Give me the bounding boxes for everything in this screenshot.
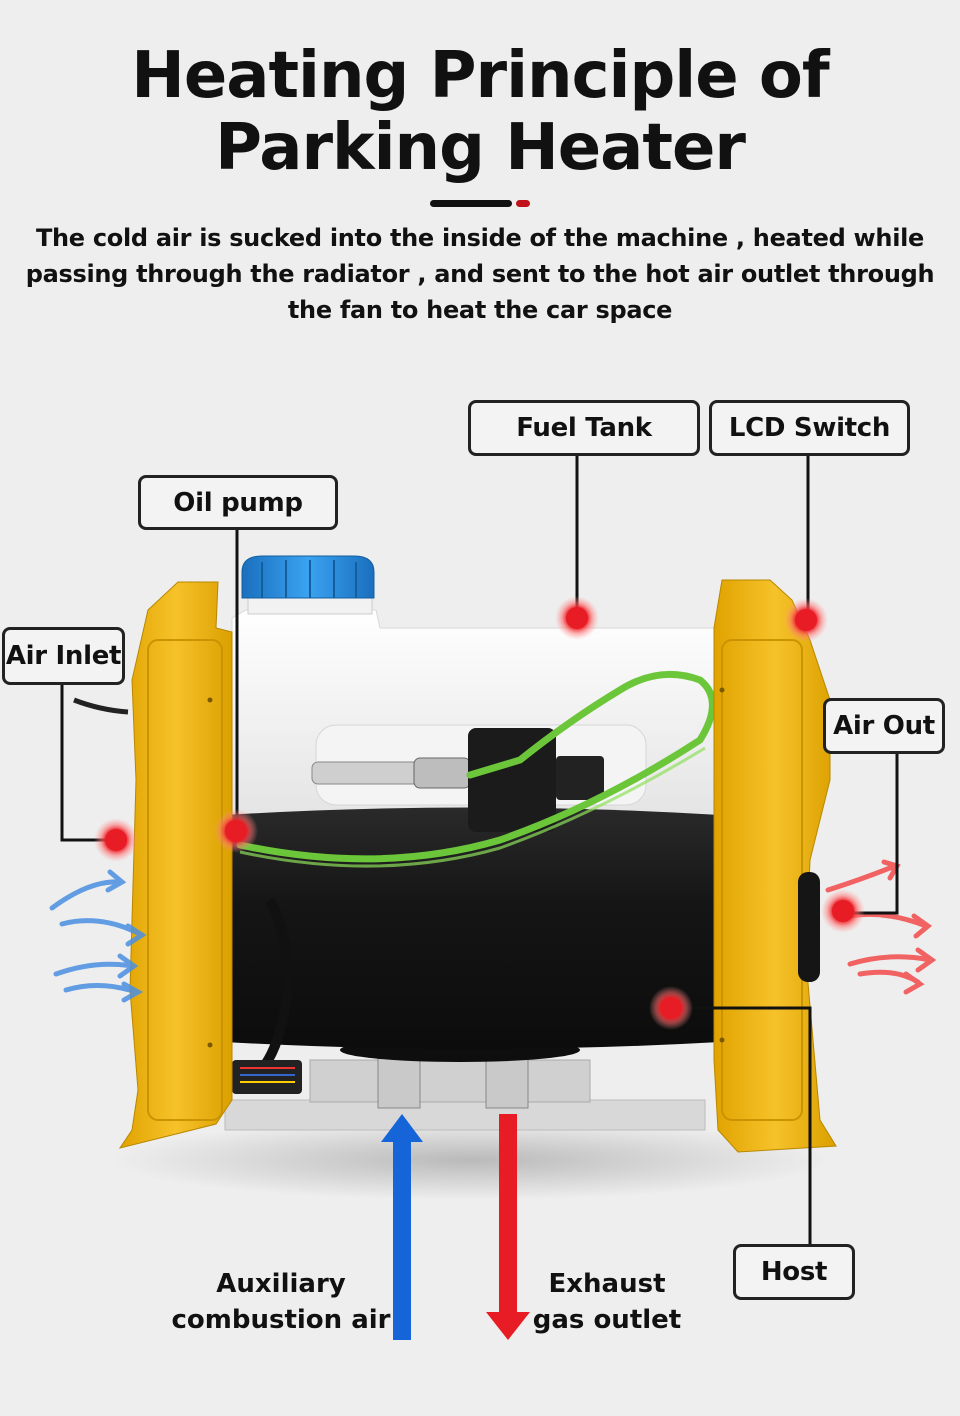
label-oil-pump: Oil pump — [138, 475, 338, 530]
exhaust-label: Exhaust gas outlet — [532, 1266, 682, 1338]
right-housing — [713, 579, 837, 1153]
page-title: Heating Principle of Parking Heater — [0, 40, 960, 184]
base-plate — [224, 1038, 706, 1131]
title-line-2: Parking Heater — [215, 111, 746, 185]
hot-air-arrows — [825, 859, 937, 995]
label-air-inlet: Air Inlet — [2, 627, 125, 685]
exhaust-line-1: Exhaust — [548, 1269, 666, 1299]
label-lcd-switch: LCD Switch — [709, 400, 910, 456]
description: The cold air is sucked into the inside o… — [20, 220, 940, 328]
air-inlet-cable — [73, 697, 129, 715]
auxiliary-air-label: Auxiliary combustion air — [170, 1266, 392, 1338]
description-line-1: The cold air is sucked into the inside o… — [35, 224, 925, 252]
leader-air-out — [844, 753, 899, 915]
description-line-3: the fan to heat the car space — [287, 296, 673, 324]
exhaust-line-2: gas outlet — [532, 1305, 682, 1335]
fuel-hose — [236, 670, 716, 868]
label-host: Host — [733, 1244, 855, 1300]
leader-host — [672, 1006, 812, 1246]
title-line-1: Heating Principle of — [131, 39, 829, 113]
divider-bar-red — [516, 200, 530, 207]
exhaust-arrow — [486, 1114, 530, 1340]
auxiliary-air-arrow — [381, 1114, 423, 1340]
divider-bar-dark — [430, 200, 512, 207]
host-body — [225, 807, 720, 1049]
wiring-harness — [232, 897, 302, 1095]
left-housing — [118, 581, 233, 1149]
oil-pump — [311, 728, 604, 832]
cold-air-arrows — [49, 869, 147, 1003]
label-fuel-tank: Fuel Tank — [468, 400, 700, 456]
floor-shadow — [110, 1120, 830, 1200]
label-air-out: Air Out — [823, 698, 945, 754]
auxiliary-air-line-1: Auxiliary — [216, 1269, 346, 1299]
description-line-2: passing through the radiator , and sent … — [25, 260, 935, 288]
indicator-dots — [94, 596, 865, 1030]
fuel-cap — [241, 555, 375, 615]
auxiliary-air-line-2: combustion air — [171, 1305, 391, 1335]
